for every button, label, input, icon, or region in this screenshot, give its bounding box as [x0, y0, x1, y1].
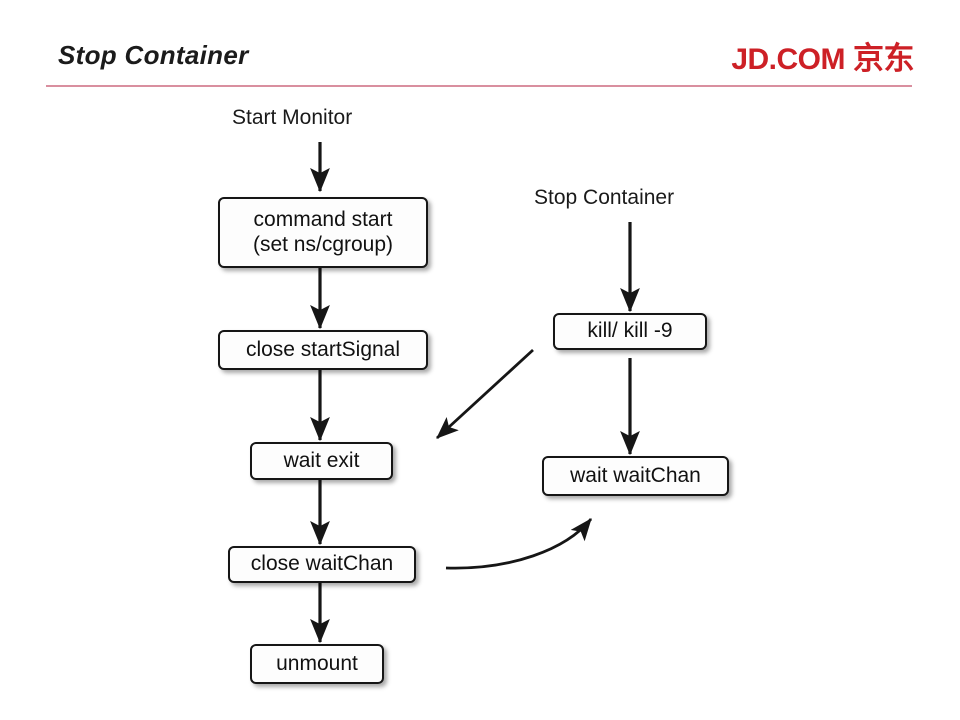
edge-closewaitchan-to-waitwaitchan-curved: [445, 518, 593, 570]
flow-node-close-startsignal-label: close startSignal: [245, 337, 401, 361]
header-divider: [46, 85, 912, 87]
flow-node-kill[interactable]: kill/ kill -9: [553, 313, 707, 350]
flow-node-close-startsignal[interactable]: close startSignal: [218, 330, 428, 370]
flow-node-unmount[interactable]: unmount: [250, 644, 384, 684]
jd-logo: JD.COM 京东: [731, 33, 914, 78]
brand-primary-text: JD.COM: [731, 43, 845, 76]
flow-node-kill-label: kill/ kill -9: [587, 319, 673, 343]
flowchart: Start Monitor Stop Container command sta…: [0, 92, 960, 720]
flow-node-close-waitchan[interactable]: close waitChan: [228, 546, 416, 583]
edge-kill-to-waitexit-diagonal: [436, 348, 534, 440]
slide-header: Stop Container JD.COM 京东: [0, 0, 960, 92]
flow-node-command-start-line1: command start: [253, 207, 393, 231]
flowchart-connectors: [310, 142, 640, 644]
brand-secondary-text: 京东: [853, 41, 915, 77]
flow-node-command-start[interactable]: command start (set ns/cgroup): [218, 197, 428, 268]
flow-node-wait-waitchan-label: wait waitChan: [570, 463, 701, 487]
flow-node-unmount-label: unmount: [276, 651, 358, 675]
flow-node-wait-exit-label: wait exit: [283, 448, 360, 472]
flow-label-start-monitor: Start Monitor: [232, 106, 353, 129]
page-title: Stop Container: [58, 40, 249, 70]
flow-node-command-start-line2: (set ns/cgroup): [252, 232, 394, 256]
flow-node-wait-exit[interactable]: wait exit: [250, 442, 393, 480]
flow-label-stop-container: Stop Container: [534, 186, 675, 209]
flow-node-close-waitchan-label: close waitChan: [250, 552, 394, 576]
flow-node-wait-waitchan[interactable]: wait waitChan: [542, 456, 729, 496]
